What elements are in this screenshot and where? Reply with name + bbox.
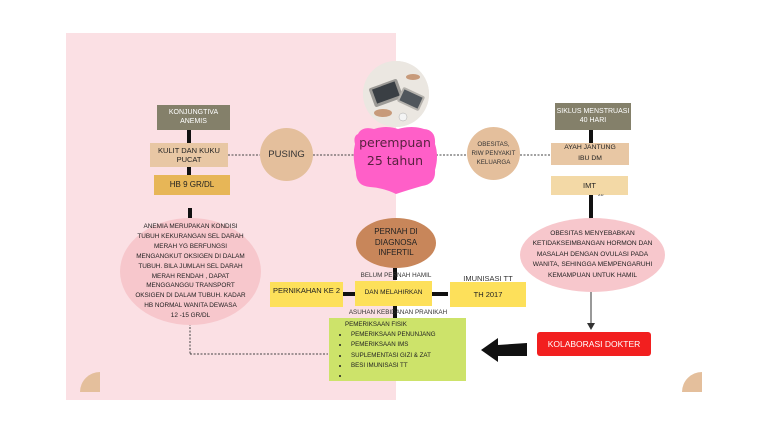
checklist-item: PEMERIKSAAN PENUNJANG bbox=[349, 330, 466, 340]
kolaborasi-box: KOLABORASI DOKTER bbox=[537, 332, 651, 356]
pusing-label: PUSING bbox=[268, 149, 305, 160]
anemia-value: 12 -15 GR/DL bbox=[170, 312, 211, 320]
pernah-oval: PERNAH DI DIAGNOSA INFERTIL bbox=[356, 218, 436, 268]
melahirkan-label: DAN MELAHIRKAN bbox=[364, 289, 423, 297]
obesitas-text: OBESITAS MENYEBABKAN KETIDAKSEIMBANGAN H… bbox=[532, 229, 653, 279]
ayah-line1: AYAH JANTUNG bbox=[564, 144, 616, 152]
hb-label: HB 9 GR/DL bbox=[169, 180, 215, 189]
left-arrow-icon bbox=[481, 338, 527, 362]
checklist-item: PEMERIKSAAN FISIK bbox=[345, 321, 407, 328]
laptop-photo-icon bbox=[363, 61, 429, 127]
pernah-line2: DIAGNOSA bbox=[374, 237, 418, 247]
obesitas-oval: OBESITAS MENYEBABKAN KETIDAKSEIMBANGAN H… bbox=[520, 218, 665, 292]
checklist-item: BESI IMUNISASI TT bbox=[349, 361, 466, 371]
kulit-box: KULIT DAN KUKU PUCAT bbox=[150, 143, 228, 167]
checklist-item: PEMERIKSAAN IMS bbox=[349, 340, 466, 350]
siklus-box: SIKLUS MENSTRUASI 40 HARI bbox=[555, 103, 631, 130]
ayah-line2: IBU DM bbox=[578, 155, 602, 162]
kolaborasi-label: KOLABORASI DOKTER bbox=[547, 338, 641, 349]
belum-label: BELUM PERNAH HAMIL bbox=[360, 272, 432, 279]
checklist-item bbox=[349, 371, 466, 381]
pernikahan-box: PERNIKAHAN KE 2 bbox=[270, 282, 343, 307]
kulit-label: KULIT DAN KUKU PUCAT bbox=[158, 145, 220, 164]
asuhan-label: ASUHAN KEBIDANAN PRANIKAH bbox=[348, 309, 448, 316]
imt-box: IMT bbox=[551, 176, 628, 195]
quarter-circle-icon bbox=[80, 372, 100, 392]
asuhan-checklist: PEMERIKSAAN FISIK PEMERIKSAAN PENUNJANG … bbox=[329, 320, 466, 381]
center-title-line2: 25 tahun bbox=[366, 153, 424, 169]
siklus-label: SIKLUS MENSTRUASI 40 HARI bbox=[556, 107, 630, 124]
konjungtiva-label: KONJUNGTIVA ANEMIS bbox=[168, 108, 219, 125]
melahirkan-box: DAN MELAHIRKAN bbox=[355, 281, 432, 306]
anemia-text: ANEMIA MERUPAKAN KONDISI TUBUH KEKURANGA… bbox=[135, 222, 246, 310]
center-blob: perempuan 25 tahun bbox=[352, 126, 438, 194]
imunisasi-label: IMUNISASI TT bbox=[463, 274, 513, 283]
checklist-item: SUPLEMENTASI GIZI & ZAT bbox=[349, 351, 466, 361]
pusing-circle: PUSING bbox=[260, 128, 313, 181]
anemia-oval: ANEMIA MERUPAKAN KONDISI TUBUH KEKURANGA… bbox=[120, 218, 261, 325]
asuhan-checklist-box: PEMERIKSAAN FISIK PEMERIKSAAN PENUNJANG … bbox=[329, 318, 466, 381]
imt-value: 28 bbox=[598, 194, 604, 198]
imunisasi-year: TH 2017 bbox=[473, 289, 503, 299]
pernah-line3: INFERTIL bbox=[378, 248, 414, 258]
konjungtiva-box: KONJUNGTIVA ANEMIS bbox=[157, 105, 230, 130]
obesitas-riw-label: OBESITAS, RIW PENYAKIT KELUARGA bbox=[471, 140, 516, 167]
pernikahan-label: PERNIKAHAN KE 2 bbox=[272, 286, 341, 295]
quarter-circle-icon bbox=[682, 372, 702, 392]
imunisasi-box: TH 2017 bbox=[450, 282, 526, 307]
hb-box: HB 9 GR/DL bbox=[154, 175, 230, 195]
obesitas-riw-circle: OBESITAS, RIW PENYAKIT KELUARGA bbox=[467, 127, 520, 180]
imt-label: IMT bbox=[583, 180, 596, 190]
pernah-line1: PERNAH DI bbox=[374, 226, 418, 236]
center-title-line1: perempuan bbox=[359, 135, 431, 150]
ayah-box: AYAH JANTUNG IBU DM bbox=[551, 143, 629, 165]
